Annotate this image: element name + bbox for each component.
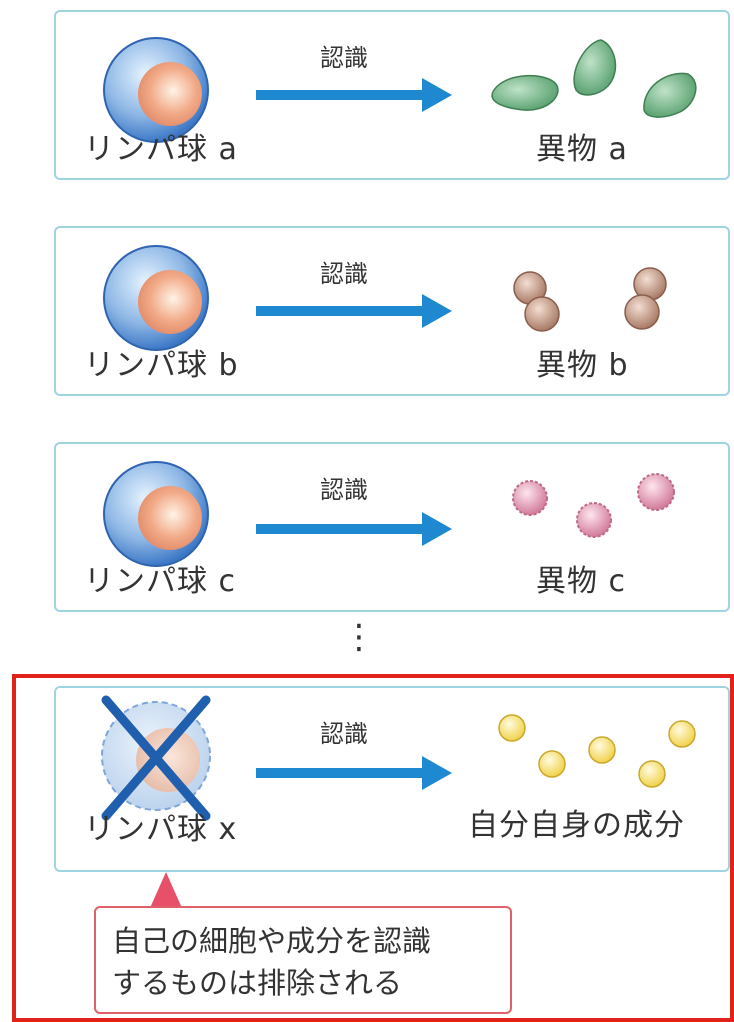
row-a-graphic	[103, 37, 697, 143]
highlight-frame	[12, 674, 734, 1022]
foreign-body-a	[491, 39, 697, 118]
arrow-b	[256, 294, 452, 328]
recognize-label-a: 認識	[320, 44, 368, 72]
foreign-b-label: 異物 b	[536, 348, 629, 383]
recognize-label-x: 認識	[320, 720, 368, 748]
callout-line-1: 自己の細胞や成分を認識	[112, 924, 432, 958]
panel-row-c: 認識 リンパ球 c 異物 c	[54, 442, 730, 612]
callout-line-2: するものは排除される	[112, 966, 403, 1000]
panel-row-a: 認識 リンパ球 a 異物 a	[54, 10, 730, 180]
arrow-a	[256, 78, 452, 112]
foreign-a-label: 異物 a	[536, 132, 628, 167]
foreign-body-b	[513, 267, 667, 332]
ellipsis: ⋮	[342, 617, 376, 657]
row-c-graphic	[103, 461, 675, 567]
lymphocyte-a-label: リンパ球 a	[84, 132, 238, 167]
row-b-graphic	[103, 245, 667, 351]
recognize-label-c: 認識	[320, 476, 368, 504]
self-components-label: 自分自身の成分	[468, 808, 685, 843]
arrow-x	[256, 756, 452, 790]
lymphocyte-a	[103, 37, 209, 143]
lymphocyte-x-label: リンパ球 x	[84, 812, 238, 847]
foreign-body-c	[512, 473, 675, 538]
cross-mark-icon	[101, 695, 211, 821]
lymphocyte-c-label: リンパ球 c	[84, 564, 237, 599]
row-x-graphic	[101, 695, 696, 821]
arrow-c	[256, 512, 452, 546]
lymphocyte-b-label: リンパ球 b	[84, 348, 239, 383]
foreign-c-label: 異物 c	[536, 564, 627, 599]
lymphocyte-b	[103, 245, 209, 351]
self-components	[498, 714, 696, 788]
panel-row-b: 認識 リンパ球 b 異物 b	[54, 226, 730, 396]
lymphocyte-c	[103, 461, 209, 567]
panel-row-x: 認識 リンパ球 x 自分自身の成分	[54, 686, 730, 872]
callout-box: 自己の細胞や成分を認識 するものは排除される	[94, 906, 512, 1014]
recognize-label-b: 認識	[320, 260, 368, 288]
callout-pointer	[150, 872, 182, 908]
